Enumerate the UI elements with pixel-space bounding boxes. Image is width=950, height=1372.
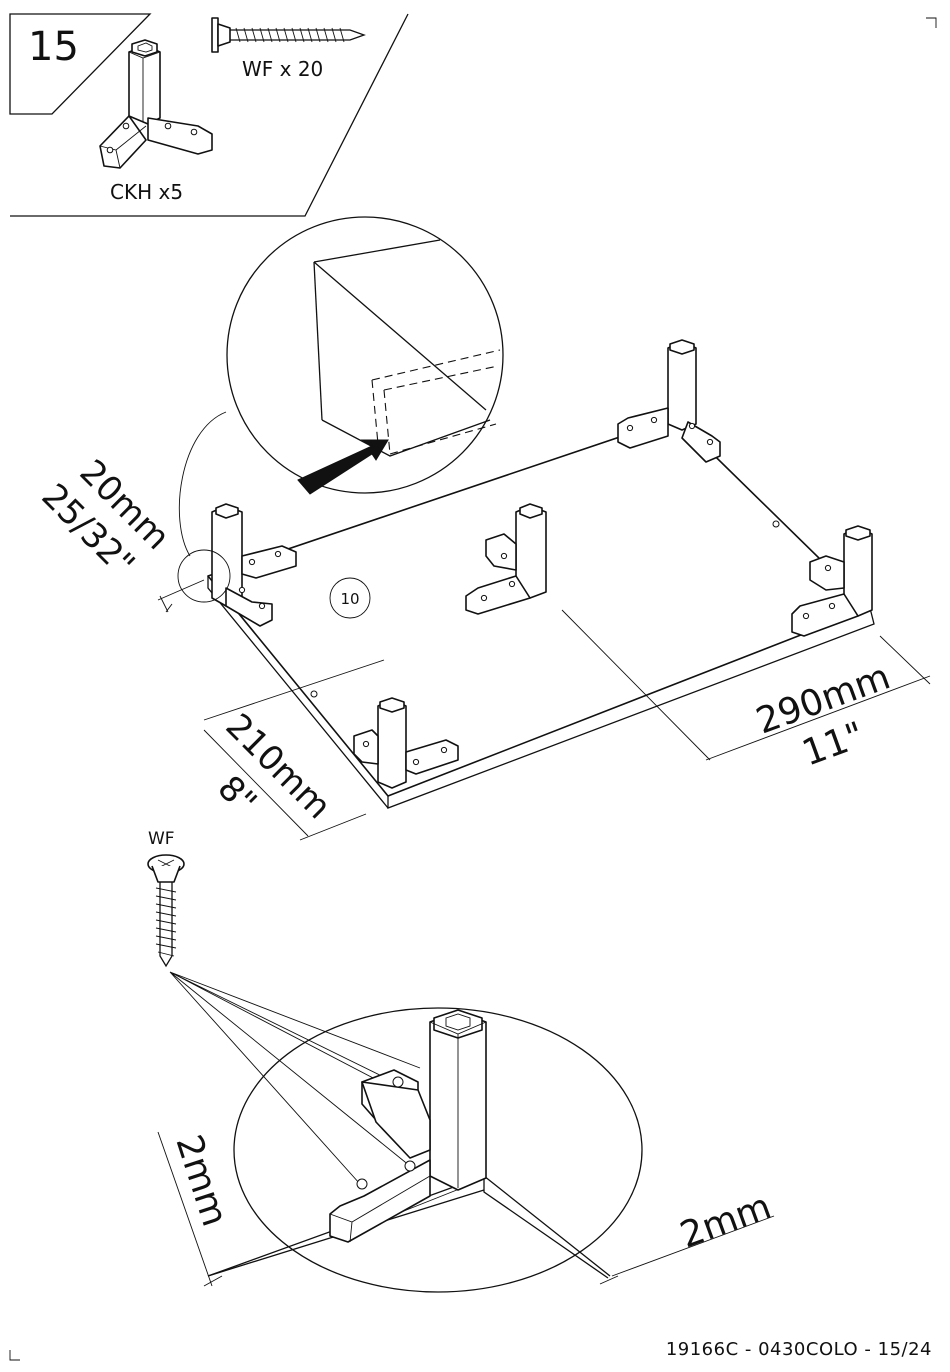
bracket-icon (100, 40, 212, 168)
screw-code-label: WF (148, 829, 175, 849)
step-number: 15 (28, 24, 79, 70)
bracket-quantity-label: CKH x5 (110, 180, 183, 204)
detail-left-mm-label: 2mm (167, 1130, 235, 1231)
screw-quantity-label: WF x 20 (242, 57, 323, 81)
detail-right-mm-label: 2mm (675, 1186, 776, 1256)
document-footer-code: 19166C - 0430COLO - 15/24 (666, 1339, 932, 1360)
wf-screw-icon (148, 855, 184, 966)
panel-number: 10 (340, 590, 359, 608)
depth-offset-in-label: 8" (210, 768, 265, 823)
insert-arrow (298, 440, 388, 494)
screw-icon (212, 18, 364, 52)
parts-box: 15 CKH x5 WF x 20 (10, 14, 408, 216)
leg-bracket-enlarged (330, 1010, 486, 1242)
